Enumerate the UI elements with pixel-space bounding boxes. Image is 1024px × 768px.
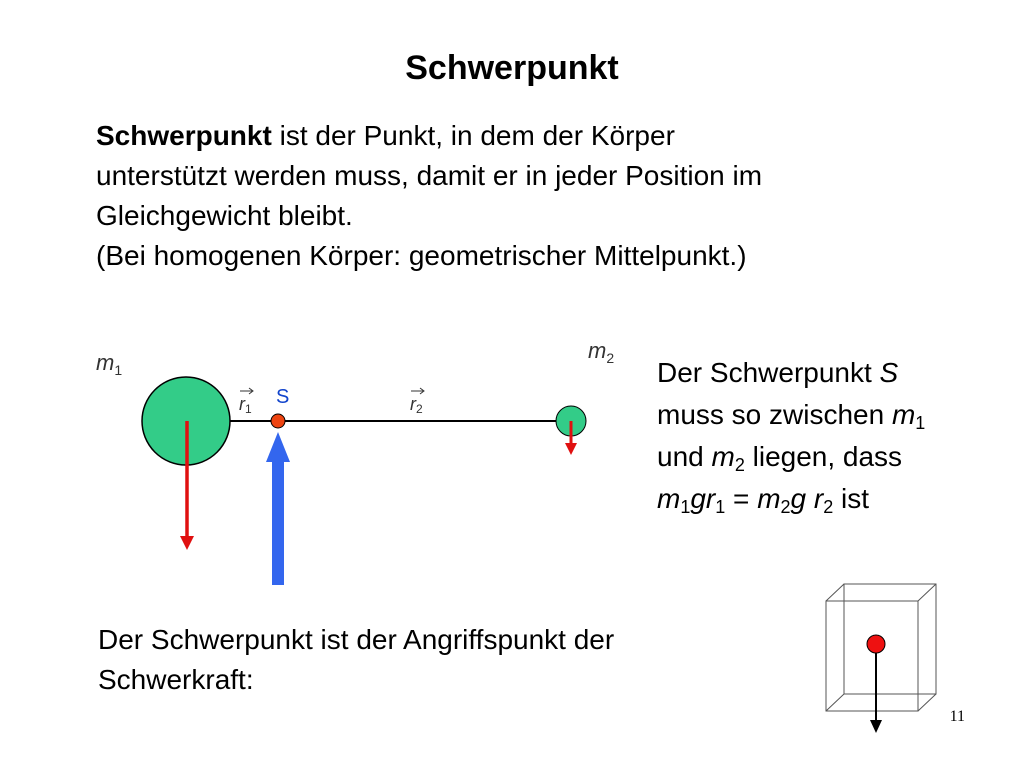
explanation-line-3-text: und (657, 441, 712, 472)
explanation-line-2-text: muss so zwischen (657, 399, 892, 430)
equilibrium-explanation: Der Schwerpunkt S muss so zwischen m1 un… (657, 352, 1017, 520)
definition-paragraph: Schwerpunkt ist der Punkt, in dem der Kö… (96, 116, 956, 276)
var-m2: m (711, 441, 735, 472)
gravity-statement-line-1: Der Schwerpunkt ist der Angriffspunkt de… (98, 624, 615, 655)
var-m1-index: 1 (915, 413, 926, 433)
r1-vector-label: r1 (239, 387, 254, 416)
eq-end: ist (833, 483, 870, 514)
var-m2-index: 2 (734, 455, 745, 475)
explanation-line-2: muss so zwischen m1 (657, 394, 1017, 436)
r1-symbol: r (239, 394, 246, 414)
mass-2-symbol: m (588, 338, 606, 363)
svg-text:r2: r2 (410, 394, 423, 416)
box-center-of-mass-point (866, 634, 886, 654)
var-m1: m (891, 399, 916, 430)
gravity-statement-line-2: Schwerkraft: (98, 664, 254, 695)
explanation-line-3-rest: liegen, dass (744, 441, 903, 472)
gravity-arrowhead (870, 720, 882, 733)
page-number: 11 (949, 708, 965, 725)
center-of-mass-point (270, 413, 286, 429)
eq-equals: = (725, 483, 758, 514)
eq-r1-index: 1 (715, 497, 726, 517)
svg-text:r1: r1 (239, 394, 252, 416)
r2-index: 2 (416, 402, 423, 416)
mass-1-symbol: m (96, 350, 114, 375)
eq-gr: gr (690, 483, 716, 514)
gravity-statement: Der Schwerpunkt ist der Angriffspunkt de… (98, 620, 798, 700)
mass-2-index: 2 (606, 350, 614, 366)
definition-line-1: Schwerpunkt ist der Punkt, in dem der Kö… (96, 116, 956, 156)
page-title: Schwerpunkt (405, 49, 619, 87)
r2-symbol: r (410, 394, 417, 414)
definition-line-1-rest: ist der Punkt, in dem der Körper (271, 120, 675, 151)
mass-2-label: m2 (588, 338, 614, 366)
eq-m2: m (757, 483, 781, 514)
equilibrium-equation: m1gr1 = m2g r2 ist (657, 478, 1017, 520)
definition-line-3: Gleichgewicht bleibt. (96, 200, 353, 231)
r2-vector-label: r2 (410, 387, 425, 416)
r1-index: 1 (245, 402, 252, 416)
eq-m1-index: 1 (680, 497, 691, 517)
explanation-line-3: und m2 liegen, dass (657, 436, 1017, 478)
explanation-line-1-text: Der Schwerpunkt (657, 357, 880, 388)
eq-r2-index: 2 (823, 497, 834, 517)
definition-term: Schwerpunkt (96, 120, 272, 151)
definition-line-4: (Bei homogenen Körper: geometrischer Mit… (96, 240, 747, 271)
explanation-line-1: Der Schwerpunkt S (657, 352, 1017, 394)
eq-m1: m (657, 483, 681, 514)
eq-g-r: g r (790, 483, 824, 514)
support-force-arrow (266, 432, 290, 585)
var-s: S (879, 357, 899, 388)
mass-1-index: 1 (114, 362, 122, 378)
mass-1-label: m1 (96, 350, 122, 378)
wireframe-box (825, 583, 937, 712)
eq-m2-index: 2 (780, 497, 791, 517)
definition-line-2: unterstützt werden muss, damit er in jed… (96, 160, 763, 191)
center-point-label: S (276, 386, 289, 408)
